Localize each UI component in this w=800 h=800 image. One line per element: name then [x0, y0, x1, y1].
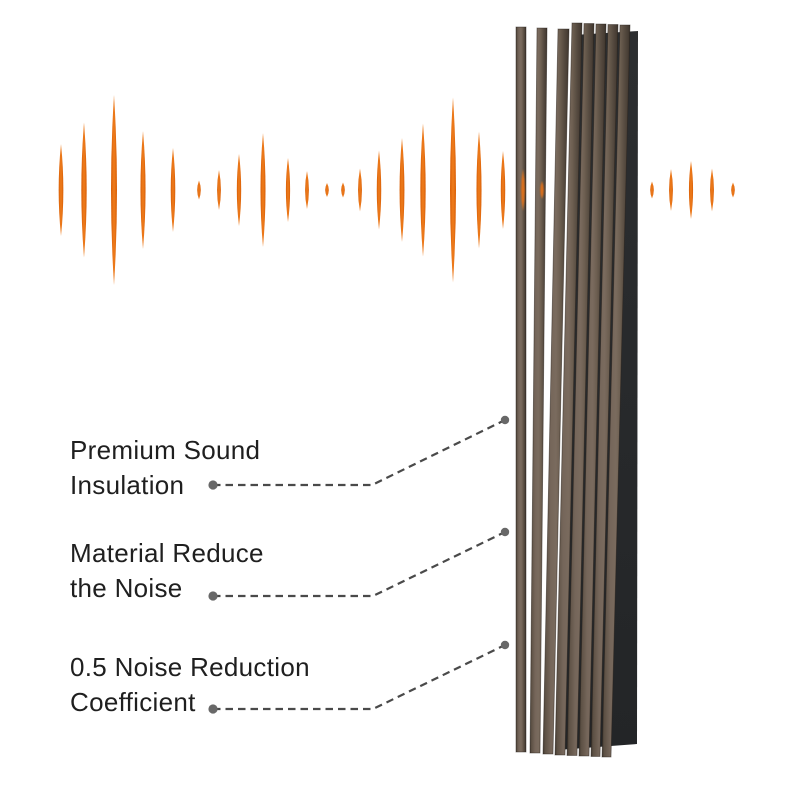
wave-bar [650, 181, 654, 199]
wood-slats [515, 22, 631, 758]
wood-slat [578, 23, 607, 757]
wave-bar [521, 169, 525, 211]
wave-bar [500, 151, 506, 229]
wave-bar [197, 180, 201, 200]
wave-bar [341, 182, 345, 198]
wave-bar [450, 97, 456, 283]
wave-bar [731, 182, 735, 198]
wave-bar [217, 170, 221, 210]
annotation-text-line: Insulation [70, 470, 185, 500]
annotation-noise-reduction-coefficient: 0.5 Noise Reduction Coefficient [70, 650, 310, 720]
wave-bar [81, 122, 87, 258]
wave-bar [236, 154, 242, 226]
sound-wave-transmitted [650, 161, 735, 219]
leader-line [213, 419, 506, 487]
annotation-text-line: Coefficient [70, 687, 196, 717]
wave-bar [260, 133, 266, 247]
sound-wave-incoming [58, 95, 506, 285]
wave-bar [376, 150, 382, 230]
wood-slat [554, 22, 583, 756]
wave-bar [476, 131, 482, 249]
leader-start-dot [208, 704, 218, 714]
annotation-material-reduce-noise: Material Reduce the Noise [70, 536, 264, 606]
wave-bar [540, 181, 544, 199]
leader-line [213, 531, 506, 598]
wood-slat [566, 23, 595, 756]
wave-bar [669, 169, 673, 211]
wood-slat [601, 24, 631, 758]
leader-end-dot [500, 415, 510, 425]
wave-bar [399, 138, 405, 242]
wave-bar [305, 171, 309, 209]
wood-slat [515, 26, 527, 753]
leader-start-dot [208, 480, 218, 490]
wave-bar [170, 148, 176, 232]
wave-bar [140, 131, 146, 249]
wood-slat [590, 24, 619, 757]
annotation-text-line: Material Reduce [70, 538, 264, 568]
wave-bar [710, 168, 714, 212]
annotation-premium-sound-insulation: Premium Sound Insulation [70, 433, 260, 503]
annotation-text-line: Premium Sound [70, 435, 261, 465]
leader-end-dot [500, 527, 510, 537]
wave-bar [285, 158, 291, 222]
wave-bar [420, 123, 426, 257]
wood-slat [542, 28, 570, 755]
wood-slat [529, 27, 548, 754]
annotation-text-line: the Noise [70, 573, 183, 603]
wave-bar [358, 168, 362, 212]
leader-start-dot [208, 591, 218, 601]
leader-lines [208, 415, 510, 714]
wave-bar [111, 95, 117, 285]
wave-bar [688, 161, 694, 219]
leader-end-dot [500, 640, 510, 650]
leader-line [213, 644, 506, 711]
wave-bar [58, 144, 64, 236]
sound-wave-absorbed [521, 169, 544, 211]
wave-bar [325, 183, 329, 197]
annotation-text-line: 0.5 Noise Reduction [70, 652, 310, 682]
